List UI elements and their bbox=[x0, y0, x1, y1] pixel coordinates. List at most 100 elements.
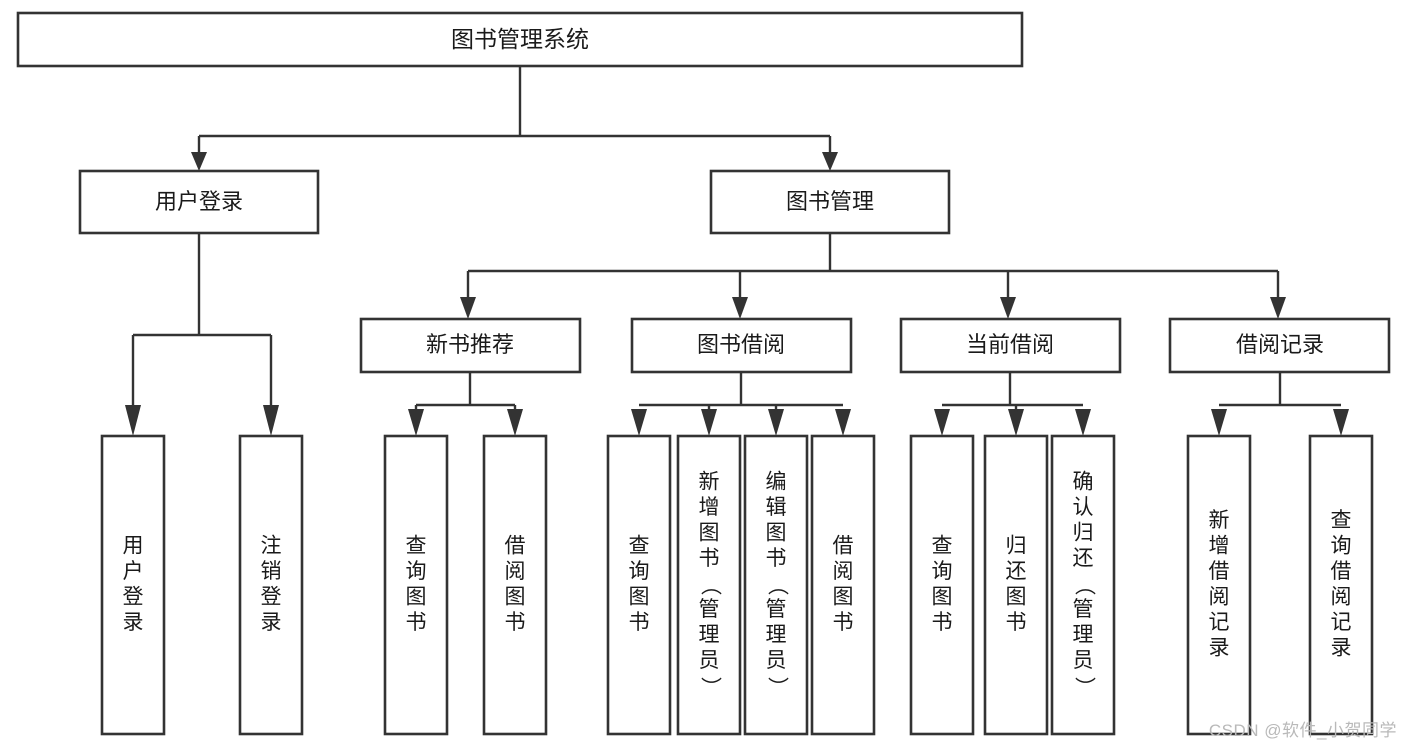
leaf-label-char: （ bbox=[765, 575, 788, 596]
leaf-node-leaf-user-login[interactable]: 用户登录 bbox=[100, 434, 166, 736]
node-current-borrow-box[interactable] bbox=[899, 317, 1122, 374]
leaf-box-leaf-query-record[interactable] bbox=[1308, 434, 1374, 736]
leaf-box-leaf-logout[interactable] bbox=[238, 434, 304, 736]
leaf-label-char: 询 bbox=[1331, 534, 1352, 557]
leaf-label-char: 辑 bbox=[766, 496, 787, 519]
leaf-box-leaf-query-book-2[interactable] bbox=[606, 434, 672, 736]
leaf-box-leaf-add-record[interactable] bbox=[1186, 434, 1252, 736]
node-book-borrow[interactable]: 图书借阅 bbox=[630, 317, 853, 374]
leaf-box-leaf-query-book-1[interactable] bbox=[383, 434, 449, 736]
node-root[interactable]: 图书管理系统 bbox=[16, 11, 1024, 68]
leaf-label-char: 查 bbox=[932, 534, 953, 557]
leaf-label-char: （ bbox=[698, 575, 721, 596]
leaf-label-char: 管 bbox=[699, 598, 720, 621]
node-book-manage-label: 图书管理 bbox=[786, 189, 874, 214]
node-book-borrow-box[interactable] bbox=[630, 317, 853, 374]
leaf-label-char: 新 bbox=[1209, 509, 1230, 532]
leaf-box-leaf-borrow-book-1[interactable] bbox=[482, 434, 548, 736]
node-borrow-record-box[interactable] bbox=[1168, 317, 1391, 374]
leaf-label-char: 查 bbox=[406, 534, 427, 557]
leaf-label-char: 询 bbox=[629, 560, 650, 583]
arrow-head-leaf-query-book-2 bbox=[631, 409, 647, 436]
arrow-head-leaf-confirm-return bbox=[1075, 409, 1091, 436]
node-new-book-rec-label: 新书推荐 bbox=[426, 332, 514, 357]
leaf-label-char: 书 bbox=[699, 547, 720, 570]
leaf-label-char: 查 bbox=[629, 534, 650, 557]
leaf-label-char: 图 bbox=[833, 585, 854, 608]
leaf-label-char: 认 bbox=[1073, 496, 1094, 519]
leaf-label-char: 借 bbox=[505, 534, 526, 557]
leaf-box-leaf-edit-book[interactable] bbox=[743, 434, 809, 736]
arrow-head-book-borrow bbox=[732, 297, 748, 319]
node-new-book-rec[interactable]: 新书推荐 bbox=[359, 317, 582, 374]
leaf-label-char: 书 bbox=[629, 611, 650, 634]
node-user-login-box[interactable] bbox=[78, 169, 320, 235]
node-book-manage[interactable]: 图书管理 bbox=[709, 169, 951, 235]
arrow-head-leaf-return-book bbox=[1008, 409, 1024, 436]
leaf-box-leaf-query-book-3[interactable] bbox=[909, 434, 975, 736]
leaf-box-leaf-add-book[interactable] bbox=[676, 434, 742, 736]
leaf-label-char: 员 bbox=[766, 649, 787, 672]
leaf-label-char: 记 bbox=[1209, 611, 1230, 634]
leaf-label-char: 记 bbox=[1331, 611, 1352, 634]
watermark-label: CSDN @软件_小贺同学 bbox=[1208, 721, 1397, 740]
arrow-head-leaf-query-record bbox=[1333, 409, 1349, 436]
arrow-head-leaf-query-book-1 bbox=[408, 409, 424, 436]
leaf-label-char: 管 bbox=[1073, 598, 1094, 621]
node-book-manage-box[interactable] bbox=[709, 169, 951, 235]
leaf-label-char: 登 bbox=[261, 585, 282, 608]
leaf-box-leaf-user-login[interactable] bbox=[100, 434, 166, 736]
leaf-label-char: 录 bbox=[1331, 636, 1352, 659]
leaf-label-char: 户 bbox=[123, 560, 144, 583]
node-current-borrow[interactable]: 当前借阅 bbox=[899, 317, 1122, 374]
arrow-head-book-manage bbox=[822, 152, 838, 171]
arrow-head-leaf-user-login bbox=[125, 405, 141, 436]
leaf-label-char: ） bbox=[698, 677, 721, 698]
leaf-label-char: 注 bbox=[261, 534, 282, 557]
arrow-head-leaf-borrow-book-2 bbox=[835, 409, 851, 436]
leaf-nodes-group: 用户登录注销登录查询图书借阅图书查询图书新增图书（管理员）编辑图书（管理员）借阅… bbox=[100, 434, 1374, 736]
leaf-label-char: 归 bbox=[1073, 522, 1094, 545]
leaf-label-char: 新 bbox=[699, 471, 720, 494]
node-borrow-record-label: 借阅记录 bbox=[1236, 332, 1324, 357]
leaf-label-char: 用 bbox=[123, 534, 144, 557]
leaf-label-char: ） bbox=[765, 677, 788, 698]
arrow-head-borrow-record bbox=[1270, 297, 1286, 319]
node-root-box[interactable] bbox=[16, 11, 1024, 68]
leaf-box-leaf-borrow-book-2[interactable] bbox=[810, 434, 876, 736]
leaf-label-char: 阅 bbox=[505, 560, 526, 583]
leaf-label-char: 阅 bbox=[833, 560, 854, 583]
leaf-label-char: 书 bbox=[1006, 611, 1027, 634]
leaf-label-char: 理 bbox=[1073, 624, 1094, 647]
leaf-box-leaf-confirm-return[interactable] bbox=[1050, 434, 1116, 736]
leaf-label-char: 书 bbox=[505, 611, 526, 634]
leaf-label-char: 增 bbox=[699, 496, 720, 519]
node-user-login-label: 用户登录 bbox=[155, 189, 243, 214]
leaf-label-char: 录 bbox=[123, 611, 144, 634]
node-borrow-record[interactable]: 借阅记录 bbox=[1168, 317, 1391, 374]
connectors-group bbox=[125, 66, 1349, 436]
leaf-label-char: 员 bbox=[1073, 649, 1094, 672]
node-new-book-rec-box[interactable] bbox=[359, 317, 582, 374]
arrow-head-leaf-add-record bbox=[1211, 409, 1227, 436]
arrow-head-new-book-rec bbox=[460, 297, 476, 319]
leaf-label-char: 录 bbox=[1209, 636, 1230, 659]
leaf-label-char: 图 bbox=[932, 585, 953, 608]
node-user-login[interactable]: 用户登录 bbox=[78, 169, 320, 235]
leaf-box-leaf-return-book[interactable] bbox=[983, 434, 1049, 736]
leaf-label-char: 图 bbox=[505, 585, 526, 608]
node-root-label: 图书管理系统 bbox=[451, 26, 589, 52]
